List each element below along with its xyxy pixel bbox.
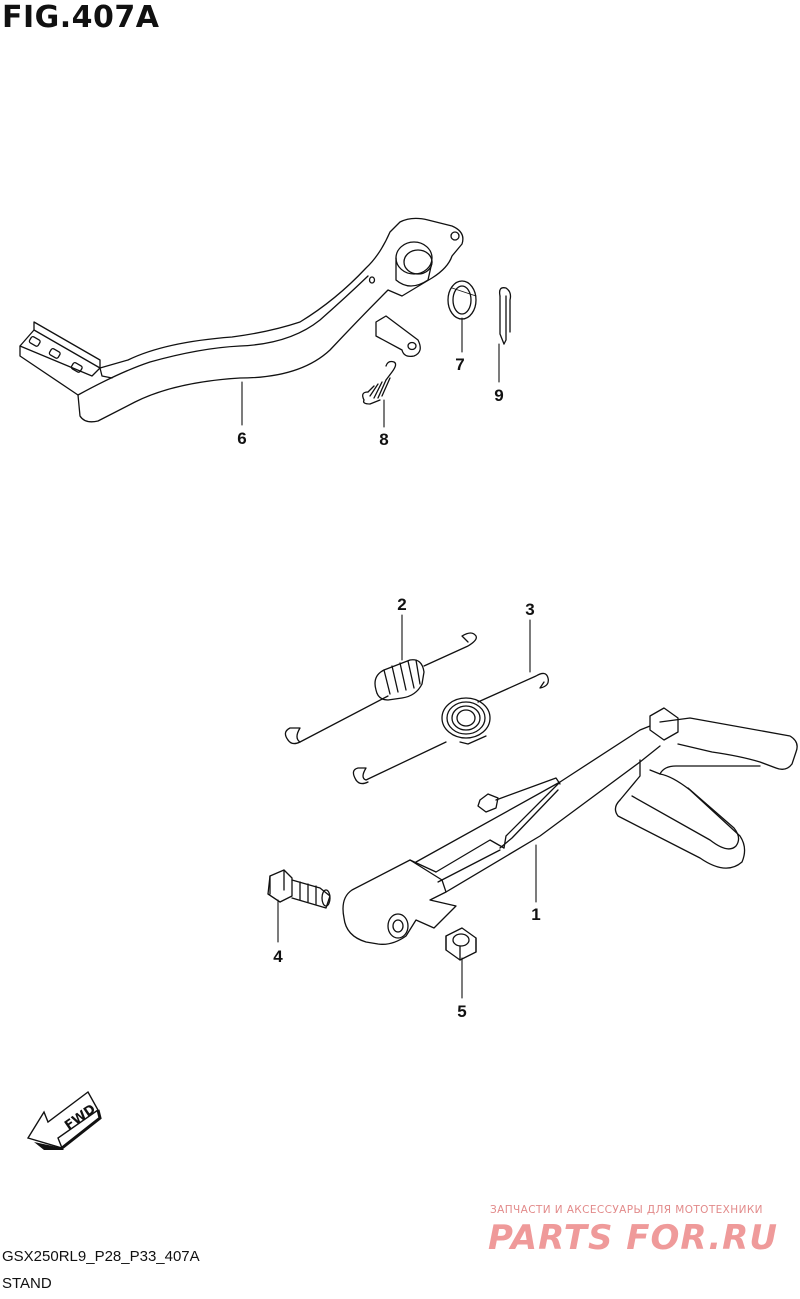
callout-3[interactable]: 3 bbox=[525, 600, 534, 619]
callout-8[interactable]: 8 bbox=[379, 430, 388, 449]
callout-5[interactable]: 5 bbox=[457, 1002, 466, 1021]
washer-part[interactable] bbox=[447, 280, 477, 320]
callout-1[interactable]: 1 bbox=[531, 905, 540, 924]
model-code-label: GSX250RL9_P28_P33_407A bbox=[2, 1248, 200, 1265]
watermark-logo: PARTS FOR.RU bbox=[488, 1218, 778, 1258]
nut-part[interactable] bbox=[445, 927, 477, 961]
fwd-arrow-icon: FWD bbox=[26, 1090, 102, 1150]
section-name-label: STAND bbox=[2, 1275, 52, 1292]
callout-4[interactable]: 4 bbox=[273, 947, 283, 966]
figure-title: FIG.407A bbox=[2, 0, 160, 35]
bolt-part[interactable] bbox=[267, 869, 331, 909]
callout-2[interactable]: 2 bbox=[397, 595, 406, 614]
callout-9[interactable]: 9 bbox=[494, 386, 503, 405]
pedal-spring-part[interactable] bbox=[362, 360, 397, 405]
brake-pedal-part[interactable] bbox=[19, 217, 464, 423]
side-stand-part[interactable] bbox=[342, 707, 798, 945]
callout-7[interactable]: 7 bbox=[455, 355, 464, 374]
spring-long-part[interactable] bbox=[284, 632, 477, 745]
watermark-tagline: ЗАПЧАСТИ И АКСЕССУАРЫ ДЛЯ МОТОТЕХНИКИ bbox=[490, 1204, 763, 1216]
cotter-pin-part[interactable] bbox=[498, 287, 512, 345]
callout-6[interactable]: 6 bbox=[237, 429, 246, 448]
spring-torsion-part[interactable] bbox=[352, 672, 549, 785]
